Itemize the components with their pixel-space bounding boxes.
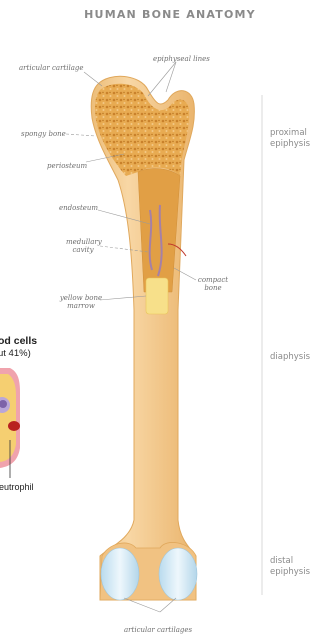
blood-panel-subtitle: ut 41%): [0, 348, 31, 359]
label-compact-bone: compact bone: [196, 276, 230, 292]
label-yellow-line1: yellow bone: [58, 294, 104, 302]
neutrophil-label: eutrophil: [0, 482, 34, 492]
region-distal-line2: epiphysis: [270, 567, 310, 578]
articular-cartilage-left: [101, 548, 139, 600]
articular-cartilage-right: [159, 548, 197, 600]
region-distal-line1: distal: [270, 556, 310, 567]
label-epiphyseal-lines: epiphyseal lines: [153, 55, 210, 63]
region-proximal-epiphysis: proximal epiphysis: [270, 128, 310, 150]
region-proximal-line2: epiphysis: [270, 139, 310, 150]
label-medullary-line1: medullary: [66, 238, 100, 246]
label-yellow-bone-marrow: yellow bone marrow: [58, 294, 104, 310]
label-medullary-cavity: medullary cavity: [66, 238, 100, 254]
label-medullary-line2: cavity: [66, 246, 100, 254]
yellow-bone-marrow: [146, 278, 168, 314]
region-diaphysis: diaphysis: [270, 352, 310, 363]
label-articular-cartilage: articular cartilage: [19, 64, 84, 72]
label-compact-line2: bone: [196, 284, 230, 292]
label-yellow-line2: marrow: [58, 302, 104, 310]
label-periosteum: periosteum: [47, 162, 87, 170]
label-spongy-bone: spongy bone: [21, 130, 66, 138]
label-endosteum: endosteum: [59, 204, 98, 212]
page-title: HUMAN BONE ANATOMY: [70, 8, 270, 21]
region-distal-epiphysis: distal epiphysis: [270, 556, 310, 578]
region-proximal-line1: proximal: [270, 128, 310, 139]
blood-panel-title: od cells: [0, 335, 37, 347]
label-compact-line1: compact: [196, 276, 230, 284]
blood-cell-illustration: [0, 368, 20, 478]
label-articular-cartilages: articular cartilages: [124, 626, 192, 634]
